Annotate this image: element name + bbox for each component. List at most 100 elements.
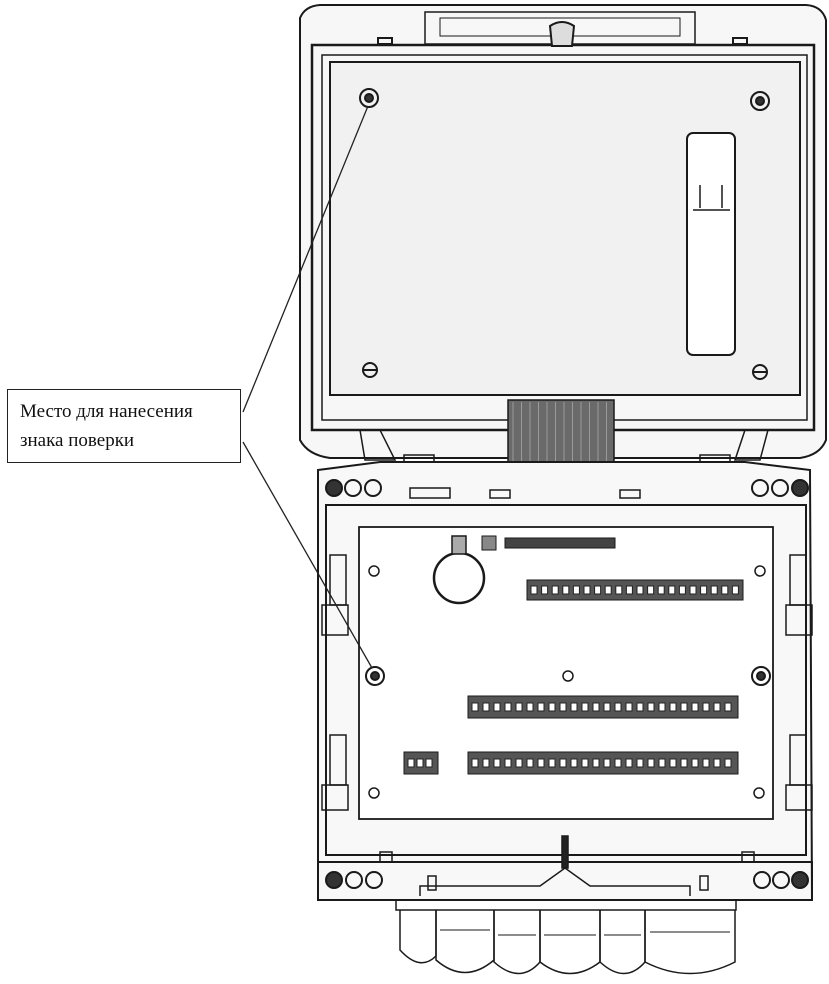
terminal-hole (603, 702, 611, 712)
terminal-hole (526, 758, 534, 768)
terminal-hole (541, 585, 549, 595)
terminal-hole (658, 702, 666, 712)
terminal-hole (504, 702, 512, 712)
terminal-hole (570, 758, 578, 768)
terminal-hole (493, 702, 501, 712)
terminal-hole (658, 758, 666, 768)
lid (299, 4, 827, 459)
terminal-hole (724, 758, 732, 768)
terminal-hole (515, 702, 523, 712)
terminal-hole (731, 585, 739, 595)
side-clips-right (785, 554, 813, 811)
terminal-hole (680, 702, 688, 712)
callout-text-line2: знака поверки (20, 430, 135, 451)
calibration-mark-callout: Место для нанесения знака поверки (7, 389, 241, 463)
terminal-hole (680, 758, 688, 768)
terminal-hole (548, 702, 556, 712)
terminal-block-upper (526, 579, 744, 601)
side-clips-left (321, 554, 349, 811)
terminal-hole (530, 585, 538, 595)
terminal-hole (657, 585, 665, 595)
terminal-hole (702, 702, 710, 712)
lid-screw-top-left (359, 88, 379, 108)
terminal-hole (562, 585, 570, 595)
terminal-block-lower (467, 751, 739, 775)
terminal-hole (710, 585, 718, 595)
terminal-hole (713, 758, 721, 768)
lid-screw-bottom-left (362, 362, 378, 378)
terminal-hole (548, 758, 556, 768)
terminal-block-middle (467, 695, 739, 719)
terminal-hole (493, 758, 501, 768)
callout-text-line1: Место для нанесения (20, 401, 193, 422)
lid-screw-top-right (750, 91, 770, 111)
callout-leader-lines (242, 105, 373, 669)
circuit-board (358, 526, 774, 820)
terminal-hole (668, 585, 676, 595)
lid-slot-holder (686, 132, 736, 356)
terminal-hole (614, 758, 622, 768)
terminal-hole (603, 758, 611, 768)
terminal-hole (537, 758, 545, 768)
lid-screw-bottom-right (752, 364, 768, 380)
terminal-hole (581, 702, 589, 712)
terminal-hole (526, 702, 534, 712)
terminal-hole (636, 585, 644, 595)
pcb-screw-left (365, 666, 385, 686)
base-corner-screws-bottom-right (753, 871, 809, 889)
battery (432, 535, 486, 605)
pcb-component (481, 535, 497, 551)
terminal-hole (407, 758, 415, 768)
base-top-ridge (409, 487, 641, 499)
terminal-hole (559, 758, 567, 768)
terminal-hole (625, 585, 633, 595)
terminal-hole (425, 758, 433, 768)
terminal-hole (537, 702, 545, 712)
terminal-hole (636, 758, 644, 768)
terminal-hole (691, 702, 699, 712)
base-corner-screws-top-left (325, 479, 382, 497)
terminal-hole (416, 758, 424, 768)
terminal-hole (669, 702, 677, 712)
terminal-hole (636, 702, 644, 712)
terminal-hole (647, 758, 655, 768)
terminal-hole (471, 702, 479, 712)
terminal-hole (592, 758, 600, 768)
terminal-hole (614, 702, 622, 712)
terminal-hole (691, 758, 699, 768)
terminal-hole (700, 585, 708, 595)
pcb-header-pins (504, 537, 616, 549)
terminal-hole (702, 758, 710, 768)
terminal-hole (559, 702, 567, 712)
terminal-hole (713, 702, 721, 712)
terminal-hole (647, 585, 655, 595)
terminal-hole (572, 585, 580, 595)
terminal-hole (615, 585, 623, 595)
terminal-hole (592, 702, 600, 712)
terminal-hole (515, 758, 523, 768)
terminal-hole (482, 758, 490, 768)
terminal-hole (721, 585, 729, 595)
terminal-hole (570, 702, 578, 712)
terminal-hole (604, 585, 612, 595)
terminal-hole (669, 758, 677, 768)
terminal-hole (504, 758, 512, 768)
terminal-hole (625, 758, 633, 768)
bottom-rail (379, 835, 755, 896)
terminal-hole (625, 702, 633, 712)
terminal-hole (581, 758, 589, 768)
terminal-hole (647, 702, 655, 712)
pcb-small-screws (368, 565, 766, 799)
pcb-screw-right (751, 666, 771, 686)
terminal-hole (594, 585, 602, 595)
base-corner-screws-bottom-left (325, 871, 383, 889)
terminal-hole (678, 585, 686, 595)
terminal-hole (551, 585, 559, 595)
terminal-hole (724, 702, 732, 712)
terminal-hole (471, 758, 479, 768)
terminal-hole (689, 585, 697, 595)
terminal-hole (482, 702, 490, 712)
cable-glands (395, 899, 737, 975)
terminal-hole (583, 585, 591, 595)
